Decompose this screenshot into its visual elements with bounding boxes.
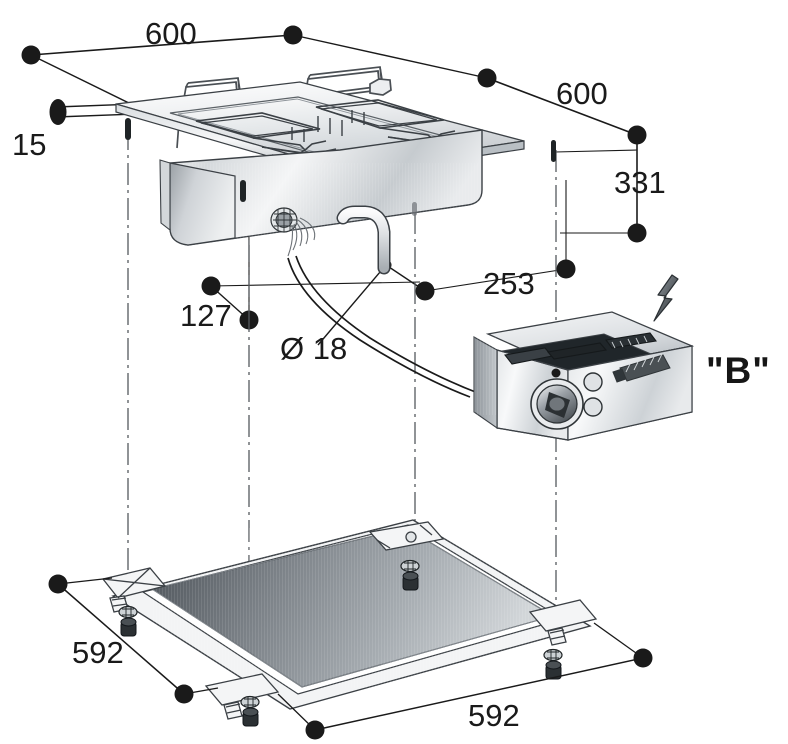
- front-terminal-strip: [612, 353, 671, 383]
- control-knob: [530, 378, 584, 430]
- lightning-bolt-icon: [653, 274, 679, 322]
- dimension-label-cutout-width: 592: [468, 698, 520, 733]
- wire-strands: [287, 217, 316, 257]
- dimension-label-hole-diameter: Ø 18: [280, 331, 348, 366]
- control-box-tag-label: "B": [706, 350, 771, 391]
- terminal-blocks: [504, 332, 657, 365]
- control-box-b: [473, 311, 695, 441]
- body-slot-left: [240, 180, 246, 202]
- dimension-dots-top: [21, 25, 647, 330]
- dim-dot: [283, 25, 303, 45]
- body-slot-right: [551, 140, 556, 162]
- mounting-frame: [101, 519, 598, 727]
- fastener-assembly-4: [240, 695, 260, 727]
- indicator-lamp-bottom: [583, 397, 603, 417]
- dim-dot: [201, 276, 221, 296]
- dimension-label-top-depth: 600: [556, 76, 608, 111]
- dim-dot: [556, 259, 576, 279]
- dimension-label-top-width: 600: [145, 16, 197, 51]
- well-rim-right: [315, 99, 445, 129]
- fastener-assembly-2: [400, 559, 420, 591]
- dim-dot: [174, 684, 194, 704]
- dimension-label-cutout-depth: 592: [72, 635, 124, 670]
- dim-dot: [627, 125, 647, 145]
- dimension-dots-bottom: [48, 574, 653, 740]
- cable-gland: [270, 207, 298, 233]
- dim-dot: [633, 648, 653, 668]
- dimension-label-inlet-offset-y: 253: [483, 266, 535, 301]
- dim-dot: [21, 45, 41, 65]
- dim-dot-small: [551, 368, 561, 378]
- drop-in-fryer-appliance: [115, 66, 556, 275]
- fryer-body-side: [169, 162, 236, 246]
- fastener-assembly-3: [543, 648, 563, 680]
- element-risers: [291, 110, 365, 142]
- indicator-lamp-top: [583, 372, 603, 392]
- dimension-label-inlet-offset-x: 127: [180, 298, 232, 333]
- supply-cable: [287, 255, 479, 398]
- dimension-label-body-height: 331: [614, 165, 666, 200]
- well-rim-left: [195, 112, 321, 139]
- dimension-label-flange-thickness: 15: [12, 127, 47, 162]
- fastener-assembly-1: [118, 605, 138, 637]
- corner-bracket-top: [368, 521, 445, 551]
- dim-dot: [477, 68, 497, 88]
- dim-dot: [415, 281, 435, 301]
- dim-dot: [627, 223, 647, 243]
- corner-bracket-bottom: [204, 673, 280, 720]
- dim-dot-stacked: [49, 99, 67, 125]
- dim-dot: [48, 574, 68, 594]
- stud-left: [125, 118, 131, 140]
- corner-bracket-right: [528, 599, 598, 646]
- dim-dot: [305, 720, 325, 740]
